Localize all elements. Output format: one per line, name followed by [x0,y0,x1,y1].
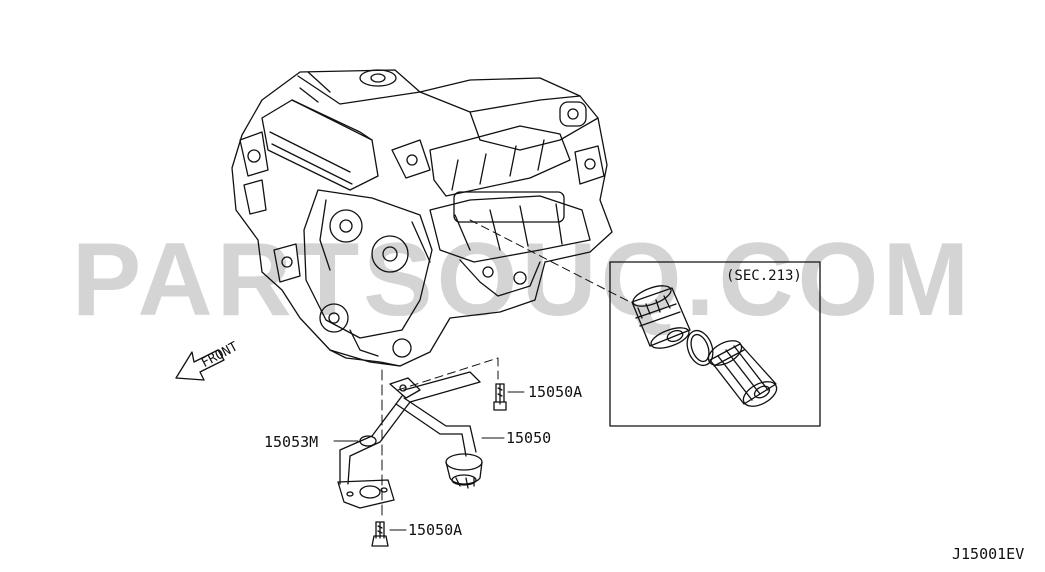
diagram-code: J15001EV [952,545,1025,563]
oil-strainer [337,371,483,509]
callout-bolt-lower: 15050A [408,521,463,539]
front-arrow-icon [175,349,225,381]
inset-box [609,261,821,427]
oil-filter-element [631,285,691,349]
filter-gasket [686,329,714,367]
callout-bolt-upper: 15050A [528,383,583,401]
callout-o-ring: 15053M [264,433,319,451]
bolt-lower [371,521,389,547]
leader-axis-right [397,357,499,391]
engine-block [231,69,613,367]
inset-section-label: (SEC.213) [726,268,802,284]
callout-strainer: 15050 [506,429,552,447]
bolt-upper [493,383,507,411]
leader-engine-to-filter [469,219,631,303]
o-ring [359,435,377,447]
oil-filter-cap [707,340,778,407]
